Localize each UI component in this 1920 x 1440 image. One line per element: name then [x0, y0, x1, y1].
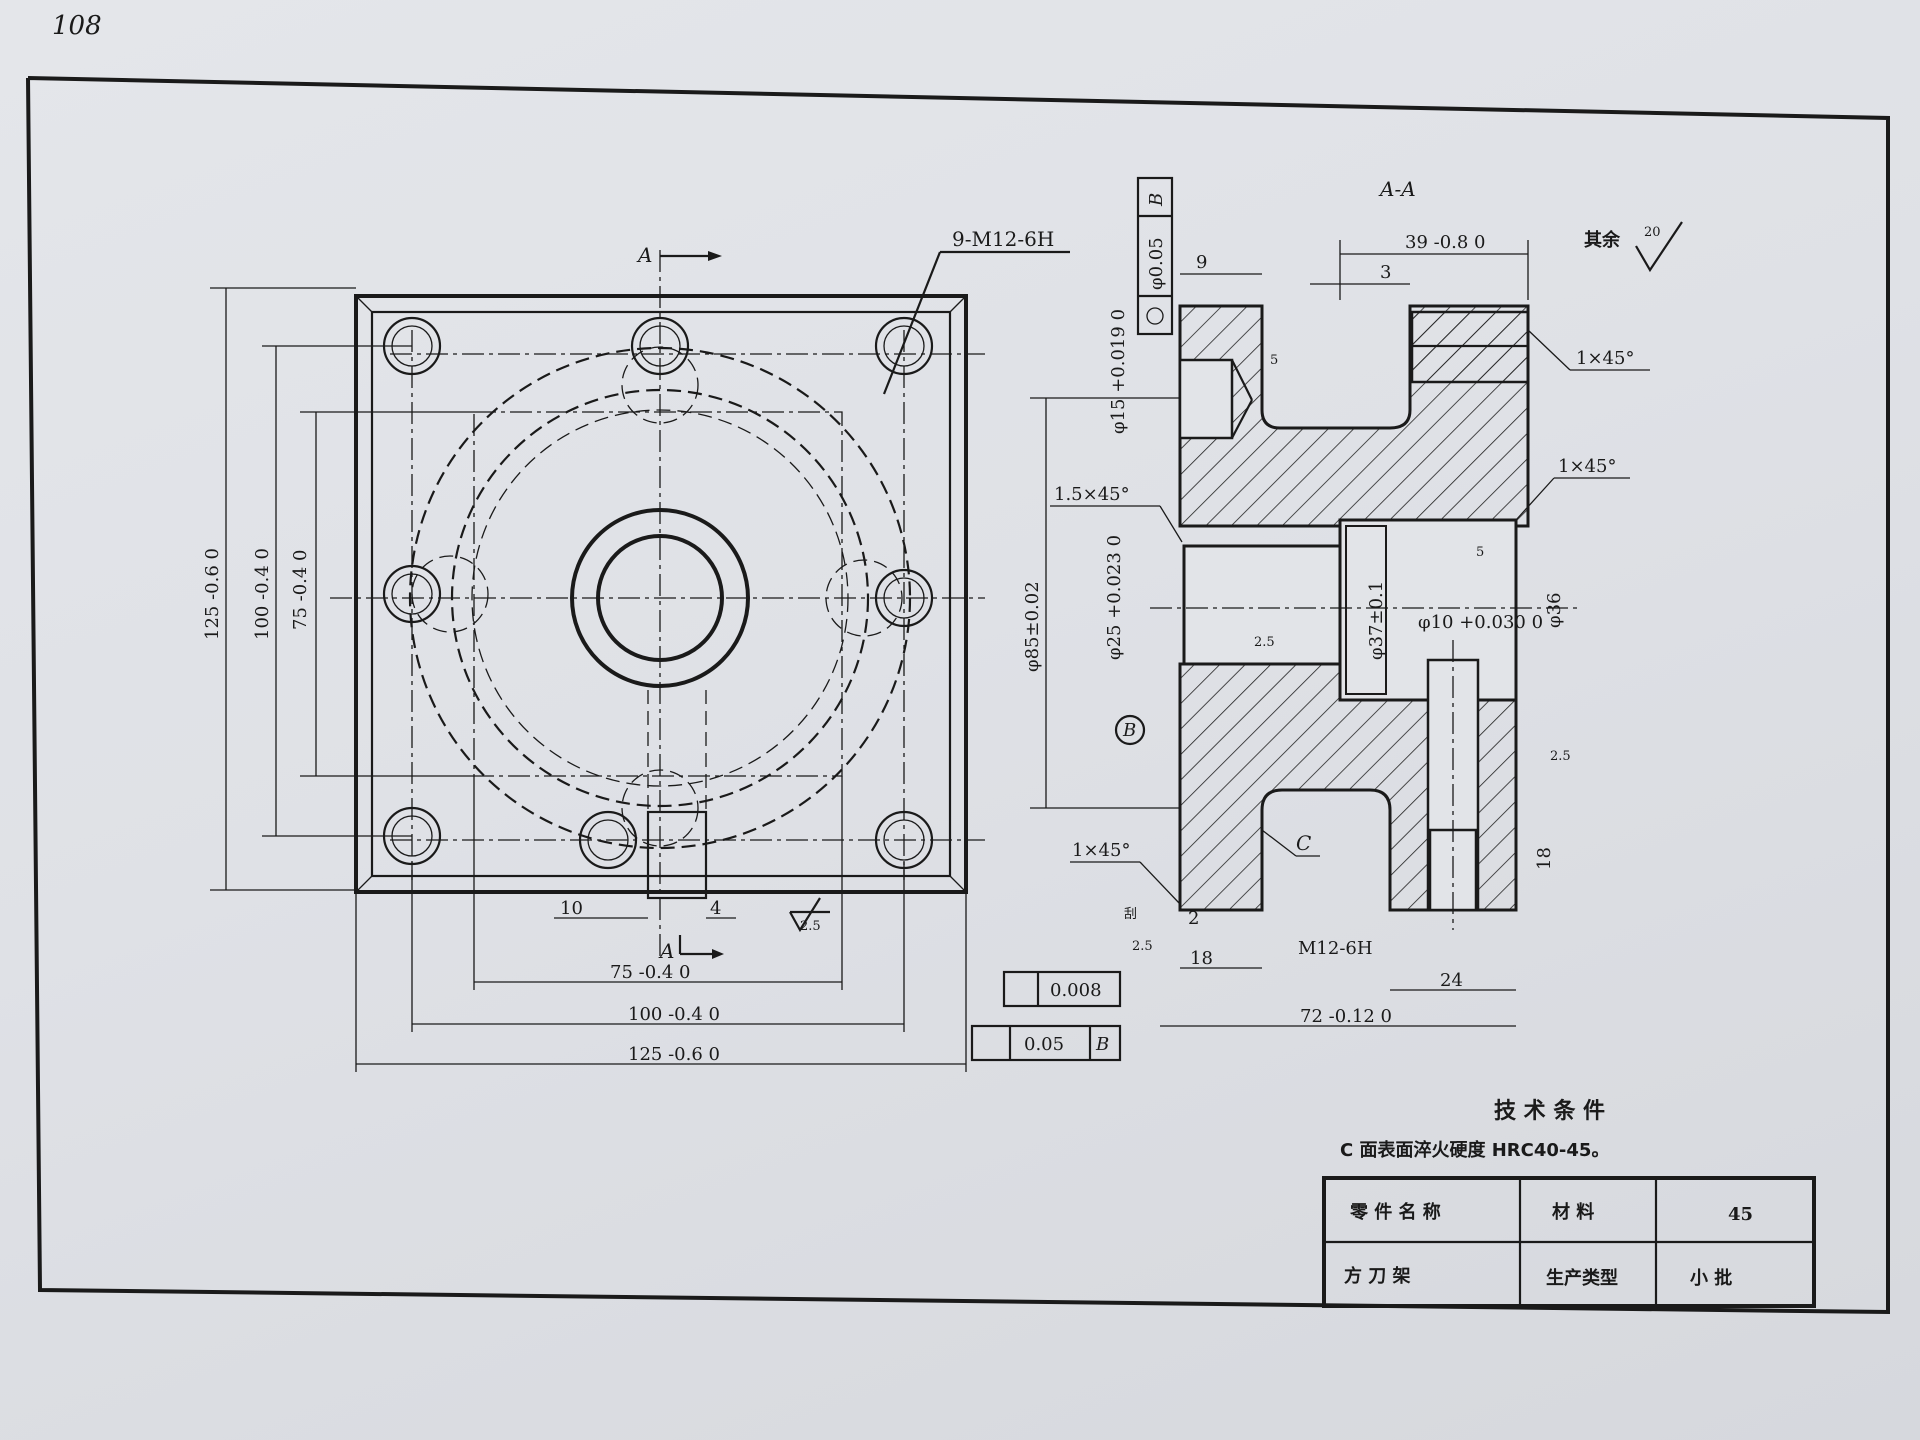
perpendicularity-datum: B	[1095, 1034, 1109, 1055]
perpendicularity-value: 0.05	[1024, 1034, 1064, 1055]
page-number: 108	[52, 11, 102, 41]
roughness-2-5-right: 2.5	[1550, 749, 1571, 764]
face-c-label: C	[1296, 831, 1311, 855]
part-name: 方 刀 架	[1344, 1265, 1411, 1287]
roughness-scrape: 刮	[1124, 907, 1137, 922]
tech-requirements-title: 技 术 条 件	[1494, 1098, 1605, 1124]
dim-25: φ25 +0.023 0	[1104, 535, 1125, 660]
dim-24: 24	[1440, 970, 1463, 991]
section-label-a-bottom: A	[658, 939, 674, 963]
dim-slot-offset: 10	[560, 898, 583, 919]
part-name-label: 零 件 名 称	[1349, 1201, 1441, 1223]
plate-chamfer	[370, 310, 952, 878]
bore-inner	[596, 534, 724, 662]
roughness-5-bore: 5	[1476, 545, 1484, 560]
dim-18-horizontal: 18	[1190, 948, 1213, 969]
dim-85: φ85±0.02	[1022, 581, 1043, 672]
datum-b-circle	[1114, 714, 1146, 746]
dim-15: φ15 +0.019 0	[1108, 309, 1129, 434]
flatness-frame: 0.008	[1002, 970, 1122, 1008]
dim-2: 2	[1188, 908, 1199, 929]
border-frame	[26, 76, 1890, 1315]
perpendicularity-frame: 0.05 B	[970, 1024, 1122, 1062]
dim-125-vertical: 125 -0.6 0	[202, 548, 223, 640]
section-label-a-top: A	[636, 243, 652, 267]
tech-requirements-line: C 面表面淬火硬度 HRC40-45。	[1340, 1139, 1609, 1161]
section-title: A-A	[1378, 177, 1416, 201]
bore-15	[1178, 358, 1234, 440]
material-label: 材 料	[1552, 1201, 1594, 1223]
roughness-2-5-bore: 2.5	[1254, 635, 1275, 650]
position-datum: B	[1146, 193, 1167, 207]
other-roughness-symbol	[1635, 221, 1683, 273]
dim-36: φ36	[1544, 592, 1565, 628]
other-roughness-label: 其余	[1584, 229, 1621, 251]
bore-25	[1182, 544, 1342, 666]
chamfer-1-5: 1.5×45°	[1054, 484, 1130, 505]
hidden-circle-outer	[408, 346, 912, 850]
plate-outline	[354, 294, 968, 894]
dim-72: 72 -0.12 0	[1300, 1006, 1392, 1027]
chamfer-bottom: 1×45°	[1072, 840, 1130, 861]
section-dimensions: 39 -0.8 0 3 9 φ85±0.02 φ15 +0.019 0 φ25 …	[1022, 232, 1565, 1027]
production-type: 小 批	[1690, 1267, 1732, 1289]
roughness-symbol	[789, 897, 821, 933]
pin-slot	[646, 810, 708, 900]
title-block: 零 件 名 称 材 料 45 方 刀 架 生产类型 小 批	[1322, 1176, 1816, 1308]
hidden-circle-mid	[450, 388, 870, 808]
dim-9: 9	[1196, 252, 1207, 273]
material-value: 45	[1728, 1204, 1753, 1225]
dim-75-horizontal: 75 -0.4 0	[610, 962, 691, 983]
production-type-label: 生产类型	[1546, 1267, 1618, 1289]
dim-10: φ10 +0.030 0	[1418, 612, 1543, 633]
roughness-5: 5	[1270, 353, 1278, 368]
dim-37: φ37±0.1	[1366, 581, 1387, 660]
dim-3: 3	[1380, 262, 1391, 283]
flatness-value: 0.008	[1050, 980, 1102, 1001]
hidden-square	[473, 411, 843, 777]
position-tolerance-value: φ0.05	[1146, 237, 1167, 290]
dim-100-vertical: 100 -0.4 0	[252, 548, 273, 640]
dim-slot-width: 4	[710, 898, 721, 919]
dim-100-horizontal: 100 -0.4 0	[628, 1004, 720, 1025]
dim-39: 39 -0.8 0	[1405, 232, 1486, 253]
horizontal-dimensions: 75 -0.4 0 100 -0.4 0 125 -0.6 0 10 4	[355, 776, 967, 1072]
vertical-dimensions: 125 -0.6 0 100 -0.4 0 75 -0.4 0	[202, 287, 474, 891]
chamfer-right: 1×45°	[1558, 456, 1616, 477]
chamfer-top: 1×45°	[1576, 348, 1634, 369]
dim-75-vertical: 75 -0.4 0	[290, 549, 311, 630]
thread-callout: 9-M12-6H	[952, 227, 1054, 251]
roughness-value: 2.5	[800, 919, 821, 934]
section-thread-callout: M12-6H	[1298, 938, 1373, 959]
roughness-2-5-left: 2.5	[1132, 939, 1153, 954]
dim-125-horizontal: 125 -0.6 0	[628, 1044, 720, 1065]
position-tolerance-frame: φ0.05 B	[1136, 176, 1174, 336]
other-roughness-value: 20	[1644, 225, 1661, 240]
front-view: A A 9-M12-6H 125 -0.6 0 100 -0.4 0 75 -0…	[202, 227, 1070, 1072]
section-view: A-A 39 -0.8 0 3 9	[970, 176, 1683, 1062]
dim-18-vertical: 18	[1534, 847, 1555, 870]
bore-outer	[570, 508, 750, 688]
datum-b-label: B	[1122, 720, 1136, 741]
